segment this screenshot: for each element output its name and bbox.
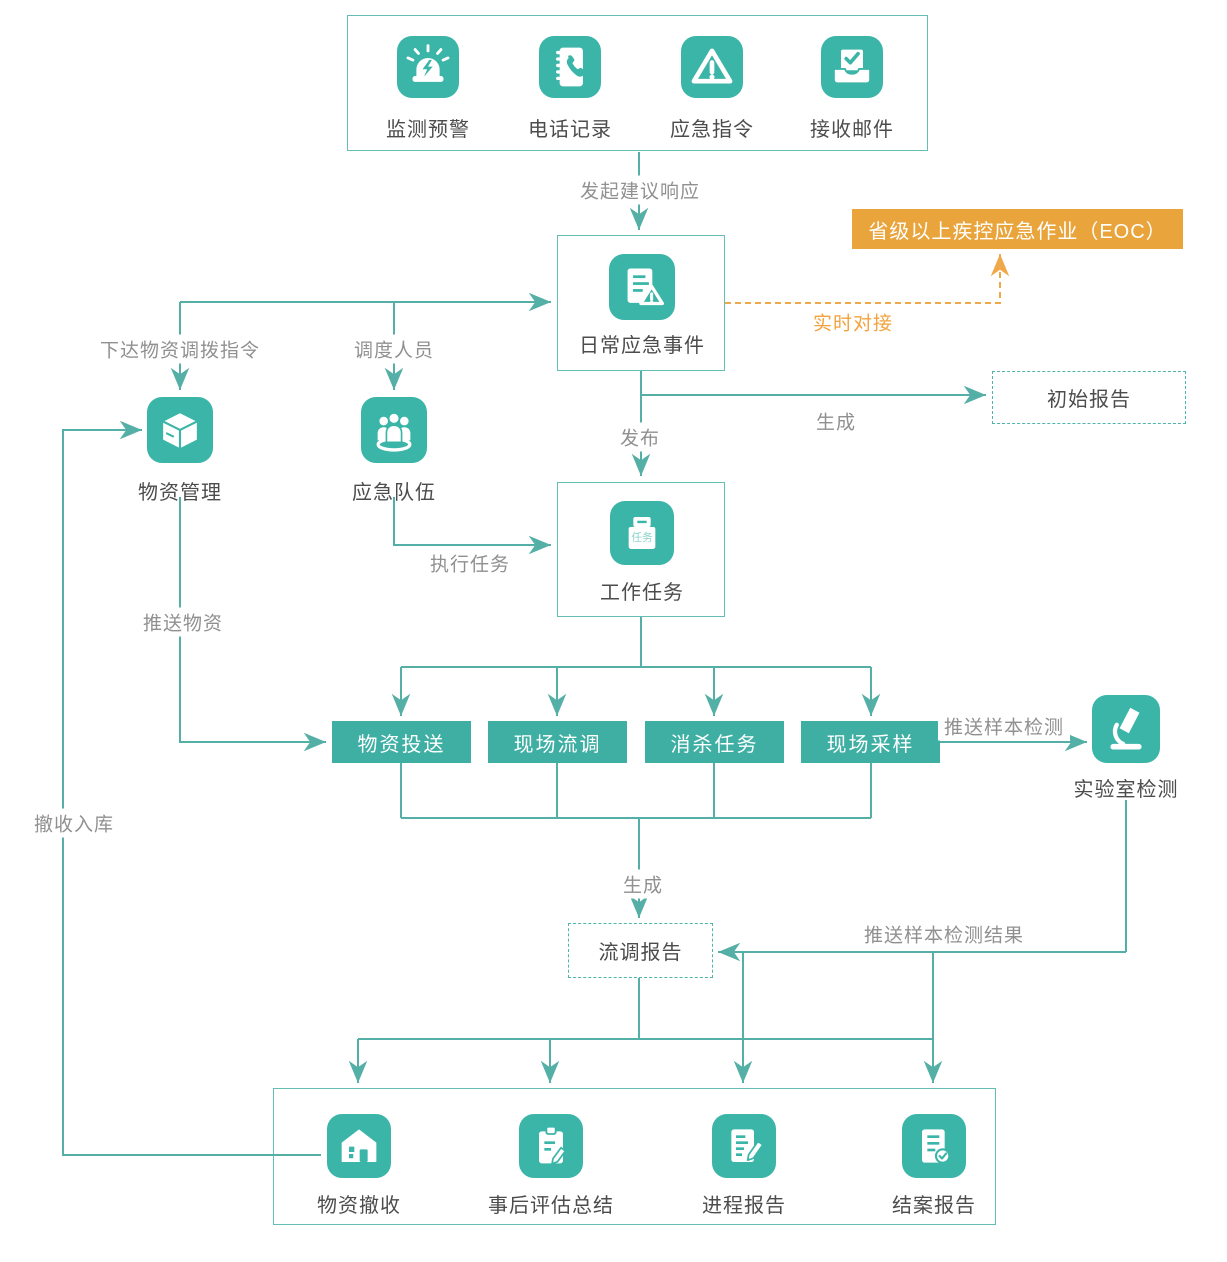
sources-frame: 监测预警 电话记录 应急指令 [347, 15, 928, 151]
doc-pencil-icon [712, 1114, 776, 1178]
task-box-field-survey: 现场流调 [488, 721, 627, 763]
team-label: 应急队伍 [352, 482, 436, 504]
edge-label-initiate: 发起建议响应 [573, 175, 707, 205]
source-label-mail: 接收邮件 [810, 119, 894, 141]
edge-label-execute: 执行任务 [423, 548, 517, 578]
work-task-icon-text: 任务 [631, 531, 653, 544]
task-box-supply-delivery: 物资投送 [332, 721, 471, 763]
edge-label-push-supplies: 推送物资 [136, 607, 230, 637]
task-label-sampling: 现场采样 [826, 733, 915, 756]
supplies-cube-icon [147, 397, 213, 463]
eoc-label: 省级以上疾控应急作业（EOC） [868, 220, 1167, 243]
daily-event-label: 日常应急事件 [579, 335, 705, 357]
closing-label-progress-report: 进程报告 [702, 1195, 786, 1217]
work-task-label: 工作任务 [600, 582, 684, 604]
doc-check-icon [902, 1114, 966, 1178]
task-label-supply-delivery: 物资投送 [357, 733, 446, 756]
lab-label: 实验室检测 [1073, 779, 1179, 801]
microscope-icon [1092, 695, 1160, 763]
supplies-label: 物资管理 [138, 482, 222, 504]
initial-report-box: 初始报告 [992, 371, 1186, 424]
daily-event-doc-icon [609, 254, 675, 320]
warehouse-icon [327, 1114, 391, 1178]
edge-label-realtime: 实时对接 [806, 307, 900, 337]
edge-label-push-result: 推送样本检测结果 [857, 919, 1031, 949]
source-label-monitoring: 监测预警 [386, 119, 470, 141]
edge-label-dispatch-staff: 调度人员 [347, 334, 441, 364]
task-label-disinfection: 消杀任务 [670, 733, 759, 756]
edge-label-publish: 发布 [613, 422, 667, 452]
team-icon [361, 397, 427, 463]
clipboard-pencil-icon [519, 1114, 583, 1178]
eoc-box: 省级以上疾控应急作业（EOC） [852, 209, 1183, 249]
survey-report-label: 流调报告 [598, 942, 683, 964]
edge-label-recall: 撤收入库 [27, 808, 121, 838]
closing-label-evaluation: 事后评估总结 [488, 1195, 614, 1217]
work-task-icon: 任务 [610, 501, 674, 565]
task-label-field-survey: 现场流调 [513, 733, 602, 756]
edge-label-push-sample: 推送样本检测 [937, 711, 1071, 741]
inbox-icon [821, 36, 883, 98]
edge-label-generate-initial: 生成 [809, 406, 863, 436]
closing-label-supply-recall: 物资撤收 [317, 1195, 401, 1217]
source-label-directive: 应急指令 [670, 119, 754, 141]
task-box-disinfection: 消杀任务 [645, 721, 784, 763]
survey-report-box: 流调报告 [568, 923, 713, 978]
closing-frame: 物资撤收 事后评估总结 进程报告 [273, 1088, 996, 1225]
edge-label-generate-report: 生成 [616, 869, 670, 899]
edge-label-dispatch-supplies: 下达物资调拨指令 [93, 334, 267, 364]
siren-icon [397, 36, 459, 98]
warning-icon [681, 36, 743, 98]
daily-event-frame: 日常应急事件 [557, 235, 725, 371]
source-label-phone: 电话记录 [528, 119, 612, 141]
closing-label-final-report: 结案报告 [892, 1195, 976, 1217]
work-task-frame: 任务 工作任务 [557, 482, 725, 617]
task-box-sampling: 现场采样 [801, 721, 940, 763]
phonebook-icon [539, 36, 601, 98]
initial-report-label: 初始报告 [1047, 389, 1131, 411]
